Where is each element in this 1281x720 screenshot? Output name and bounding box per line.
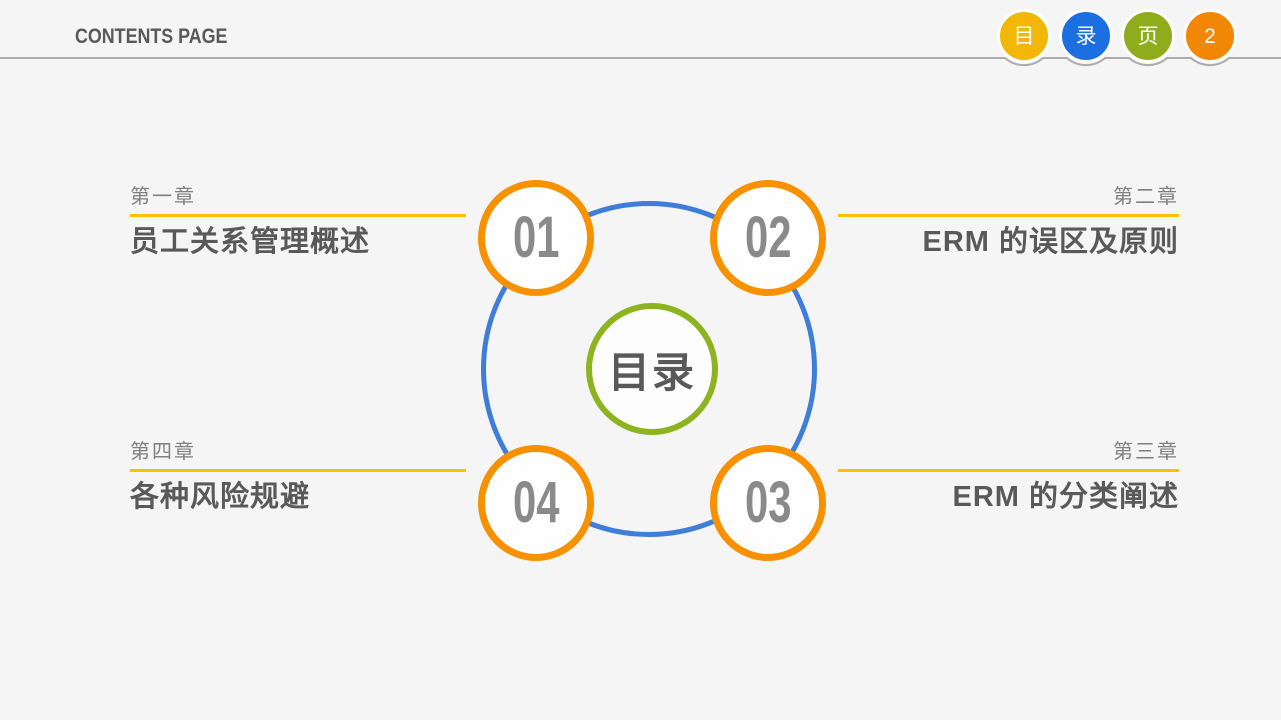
- connector-ring: [481, 201, 817, 537]
- header-badge-2-label: 录: [1075, 24, 1097, 48]
- section-chapter-3: 第三章 ERM 的分类阐述: [838, 441, 1179, 513]
- node-circle-01: 01: [478, 180, 594, 296]
- chapter-2-label: 第二章: [1113, 186, 1179, 208]
- header-badge-3-label: 页: [1137, 24, 1159, 48]
- chapter-3-title: ERM 的分类阐述: [952, 481, 1179, 513]
- header-badge-1: 目: [997, 9, 1051, 63]
- node-number-02: 02: [744, 205, 792, 270]
- chapter-3-label: 第三章: [1113, 441, 1179, 463]
- node-circle-02: 02: [710, 180, 826, 296]
- chapter-4-label: 第四章: [130, 441, 196, 463]
- chapter-4-underline: [130, 469, 466, 472]
- header-badge-2: 录: [1059, 9, 1113, 63]
- section-chapter-2: 第二章 ERM 的误区及原则: [838, 186, 1179, 258]
- header-badge-page-number-label: 2: [1204, 24, 1216, 48]
- header-badge-page-number: 2: [1183, 9, 1237, 63]
- section-chapter-4: 第四章 各种风险规避: [130, 441, 466, 513]
- header-badge-1-label: 目: [1013, 24, 1035, 48]
- toc-center-circle: 目录: [586, 303, 718, 435]
- chapter-1-title: 员工关系管理概述: [130, 226, 371, 258]
- chapter-2-underline: [838, 214, 1179, 217]
- chapter-3-underline: [838, 469, 1179, 472]
- chapter-2-title: ERM 的误区及原则: [922, 226, 1179, 258]
- node-number-03: 03: [744, 470, 792, 535]
- page-title: CONTENTS PAGE: [75, 25, 228, 48]
- toc-center-label: 目录: [607, 348, 696, 396]
- chapter-1-label: 第一章: [130, 186, 196, 208]
- node-circle-04: 04: [478, 445, 594, 561]
- section-chapter-1: 第一章 员工关系管理概述: [130, 186, 466, 258]
- node-number-01: 01: [512, 205, 560, 270]
- header-badge-3: 页: [1121, 9, 1175, 63]
- node-circle-03: 03: [710, 445, 826, 561]
- chapter-4-title: 各种风险规避: [130, 481, 311, 513]
- chapter-1-underline: [130, 214, 466, 217]
- node-number-04: 04: [512, 470, 560, 535]
